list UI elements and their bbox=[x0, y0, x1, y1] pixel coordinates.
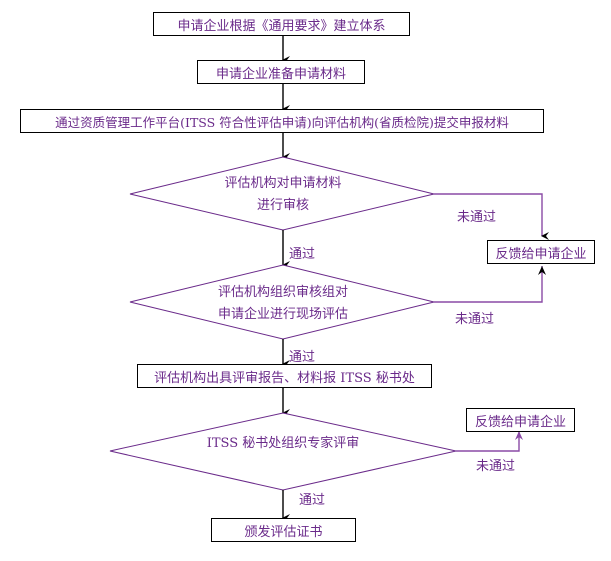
arrow-onsite-fail bbox=[434, 266, 543, 303]
feedback-box-1: 反馈给申请企业 bbox=[487, 240, 595, 264]
decision-material-review-text: 评估机构对申请材料 进行审核 bbox=[224, 173, 341, 217]
step-issue-certificate: 颁发评估证书 bbox=[211, 518, 356, 542]
arrow-review-fail bbox=[434, 193, 549, 240]
decision-material-review-line-1: 评估机构对申请材料 bbox=[224, 176, 342, 191]
label-expert-fail: 未通过 bbox=[476, 459, 516, 474]
feedback-box-2-label: 反馈给申请企业 bbox=[474, 414, 566, 430]
step-report-to-secretariat-label: 评估机构出具评审报告、材料报 ITSS 秘书处 bbox=[154, 370, 415, 386]
arrow-expert-fail bbox=[456, 431, 520, 452]
label-onsite-fail: 未通过 bbox=[455, 312, 495, 327]
step-establish-system: 申请企业根据《通用要求》建立体系 bbox=[153, 12, 410, 36]
decision-onsite-assessment-text: 评估机构组织审核组对 申请企业进行现场评估 bbox=[218, 282, 348, 326]
feedback-box-2: 反馈给申请企业 bbox=[466, 408, 575, 432]
arrow-head-up-2 bbox=[515, 431, 523, 440]
step-prepare-materials: 申请企业准备申请材料 bbox=[197, 60, 365, 84]
feedback-box-1-label: 反馈给申请企业 bbox=[495, 246, 587, 262]
label-review-fail: 未通过 bbox=[457, 210, 497, 225]
decision-onsite-assessment-line-2: 申请企业进行现场评估 bbox=[217, 307, 349, 322]
decision-material-review-line-2: 进行审核 bbox=[256, 198, 310, 213]
step-submit-materials-label: 通过资质管理工作平台(ITSS 符合性评估申请)向评估机构(省质检院)提交申报材… bbox=[55, 114, 509, 130]
step-establish-system-label: 申请企业根据《通用要求》建立体系 bbox=[177, 18, 386, 34]
decision-expert-review-text: ITSS 秘书处组织专家评审 bbox=[207, 433, 360, 455]
label-expert-pass: 通过 bbox=[299, 493, 326, 508]
decision-onsite-assessment-line-1: 评估机构组织审核组对 bbox=[217, 285, 349, 300]
label-onsite-pass: 通过 bbox=[289, 350, 316, 365]
decision-expert-review-line-1: ITSS 秘书处组织专家评审 bbox=[206, 436, 360, 451]
label-review-pass: 通过 bbox=[289, 247, 316, 262]
arrow-head-up bbox=[538, 266, 546, 275]
step-report-to-secretariat: 评估机构出具评审报告、材料报 ITSS 秘书处 bbox=[137, 364, 432, 388]
step-submit-materials: 通过资质管理工作平台(ITSS 符合性评估申请)向评估机构(省质检院)提交申报材… bbox=[20, 109, 544, 133]
step-prepare-materials-label: 申请企业准备申请材料 bbox=[215, 66, 346, 82]
step-issue-certificate-label: 颁发评估证书 bbox=[244, 524, 323, 540]
